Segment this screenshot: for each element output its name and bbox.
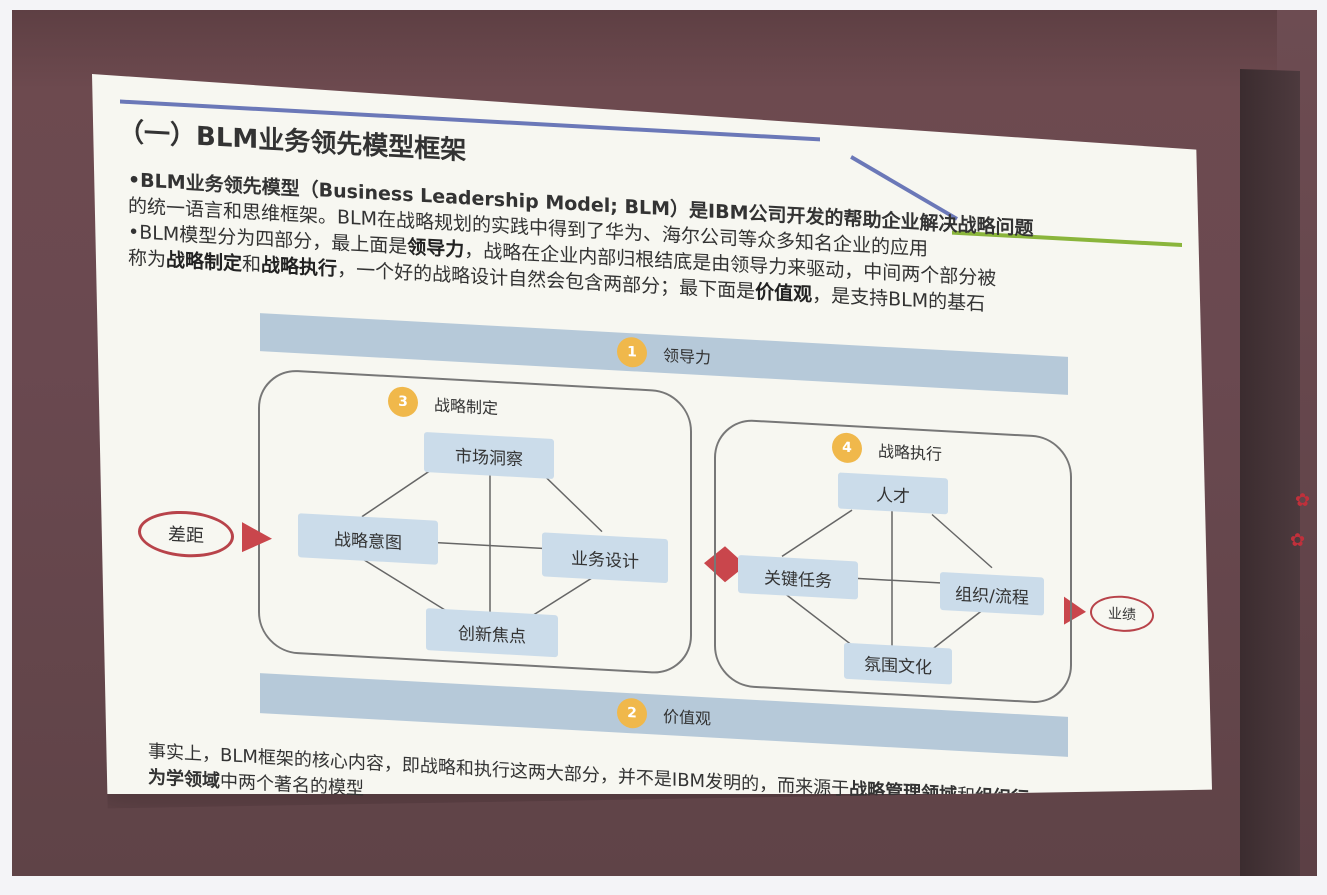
node-innovation-focus: 创新焦点 <box>426 608 558 658</box>
projected-slide: （一）BLM业务领先模型框架 •BLM业务领先模型（Business Leade… <box>92 74 1212 808</box>
flower-decoration: ✿ <box>1295 490 1311 511</box>
frame-label: 战略执行 <box>878 441 943 465</box>
text-run-bold: 为学领域 <box>148 767 220 792</box>
node-talent: 人才 <box>838 472 948 515</box>
screen-edge <box>1240 68 1300 876</box>
number-badge: 4 <box>832 432 862 464</box>
node-climate-culture: 氛围文化 <box>844 642 952 685</box>
node-market-insight: 市场洞察 <box>424 431 554 480</box>
number-badge: 2 <box>616 697 647 730</box>
frame-header: 4 战略执行 <box>832 432 942 468</box>
node-strategic-intent: 战略意图 <box>298 513 438 565</box>
node-business-design: 业务设计 <box>542 532 668 584</box>
node-organization-process: 组织/流程 <box>940 571 1044 616</box>
flower-decoration: ✿ <box>1290 530 1306 551</box>
node-key-tasks: 关键任务 <box>738 554 858 600</box>
ceiling-shadow <box>12 10 1317 90</box>
slide-content: （一）BLM业务领先模型框架 •BLM业务领先模型（Business Leade… <box>92 74 1212 808</box>
band-label: 价值观 <box>662 706 711 729</box>
